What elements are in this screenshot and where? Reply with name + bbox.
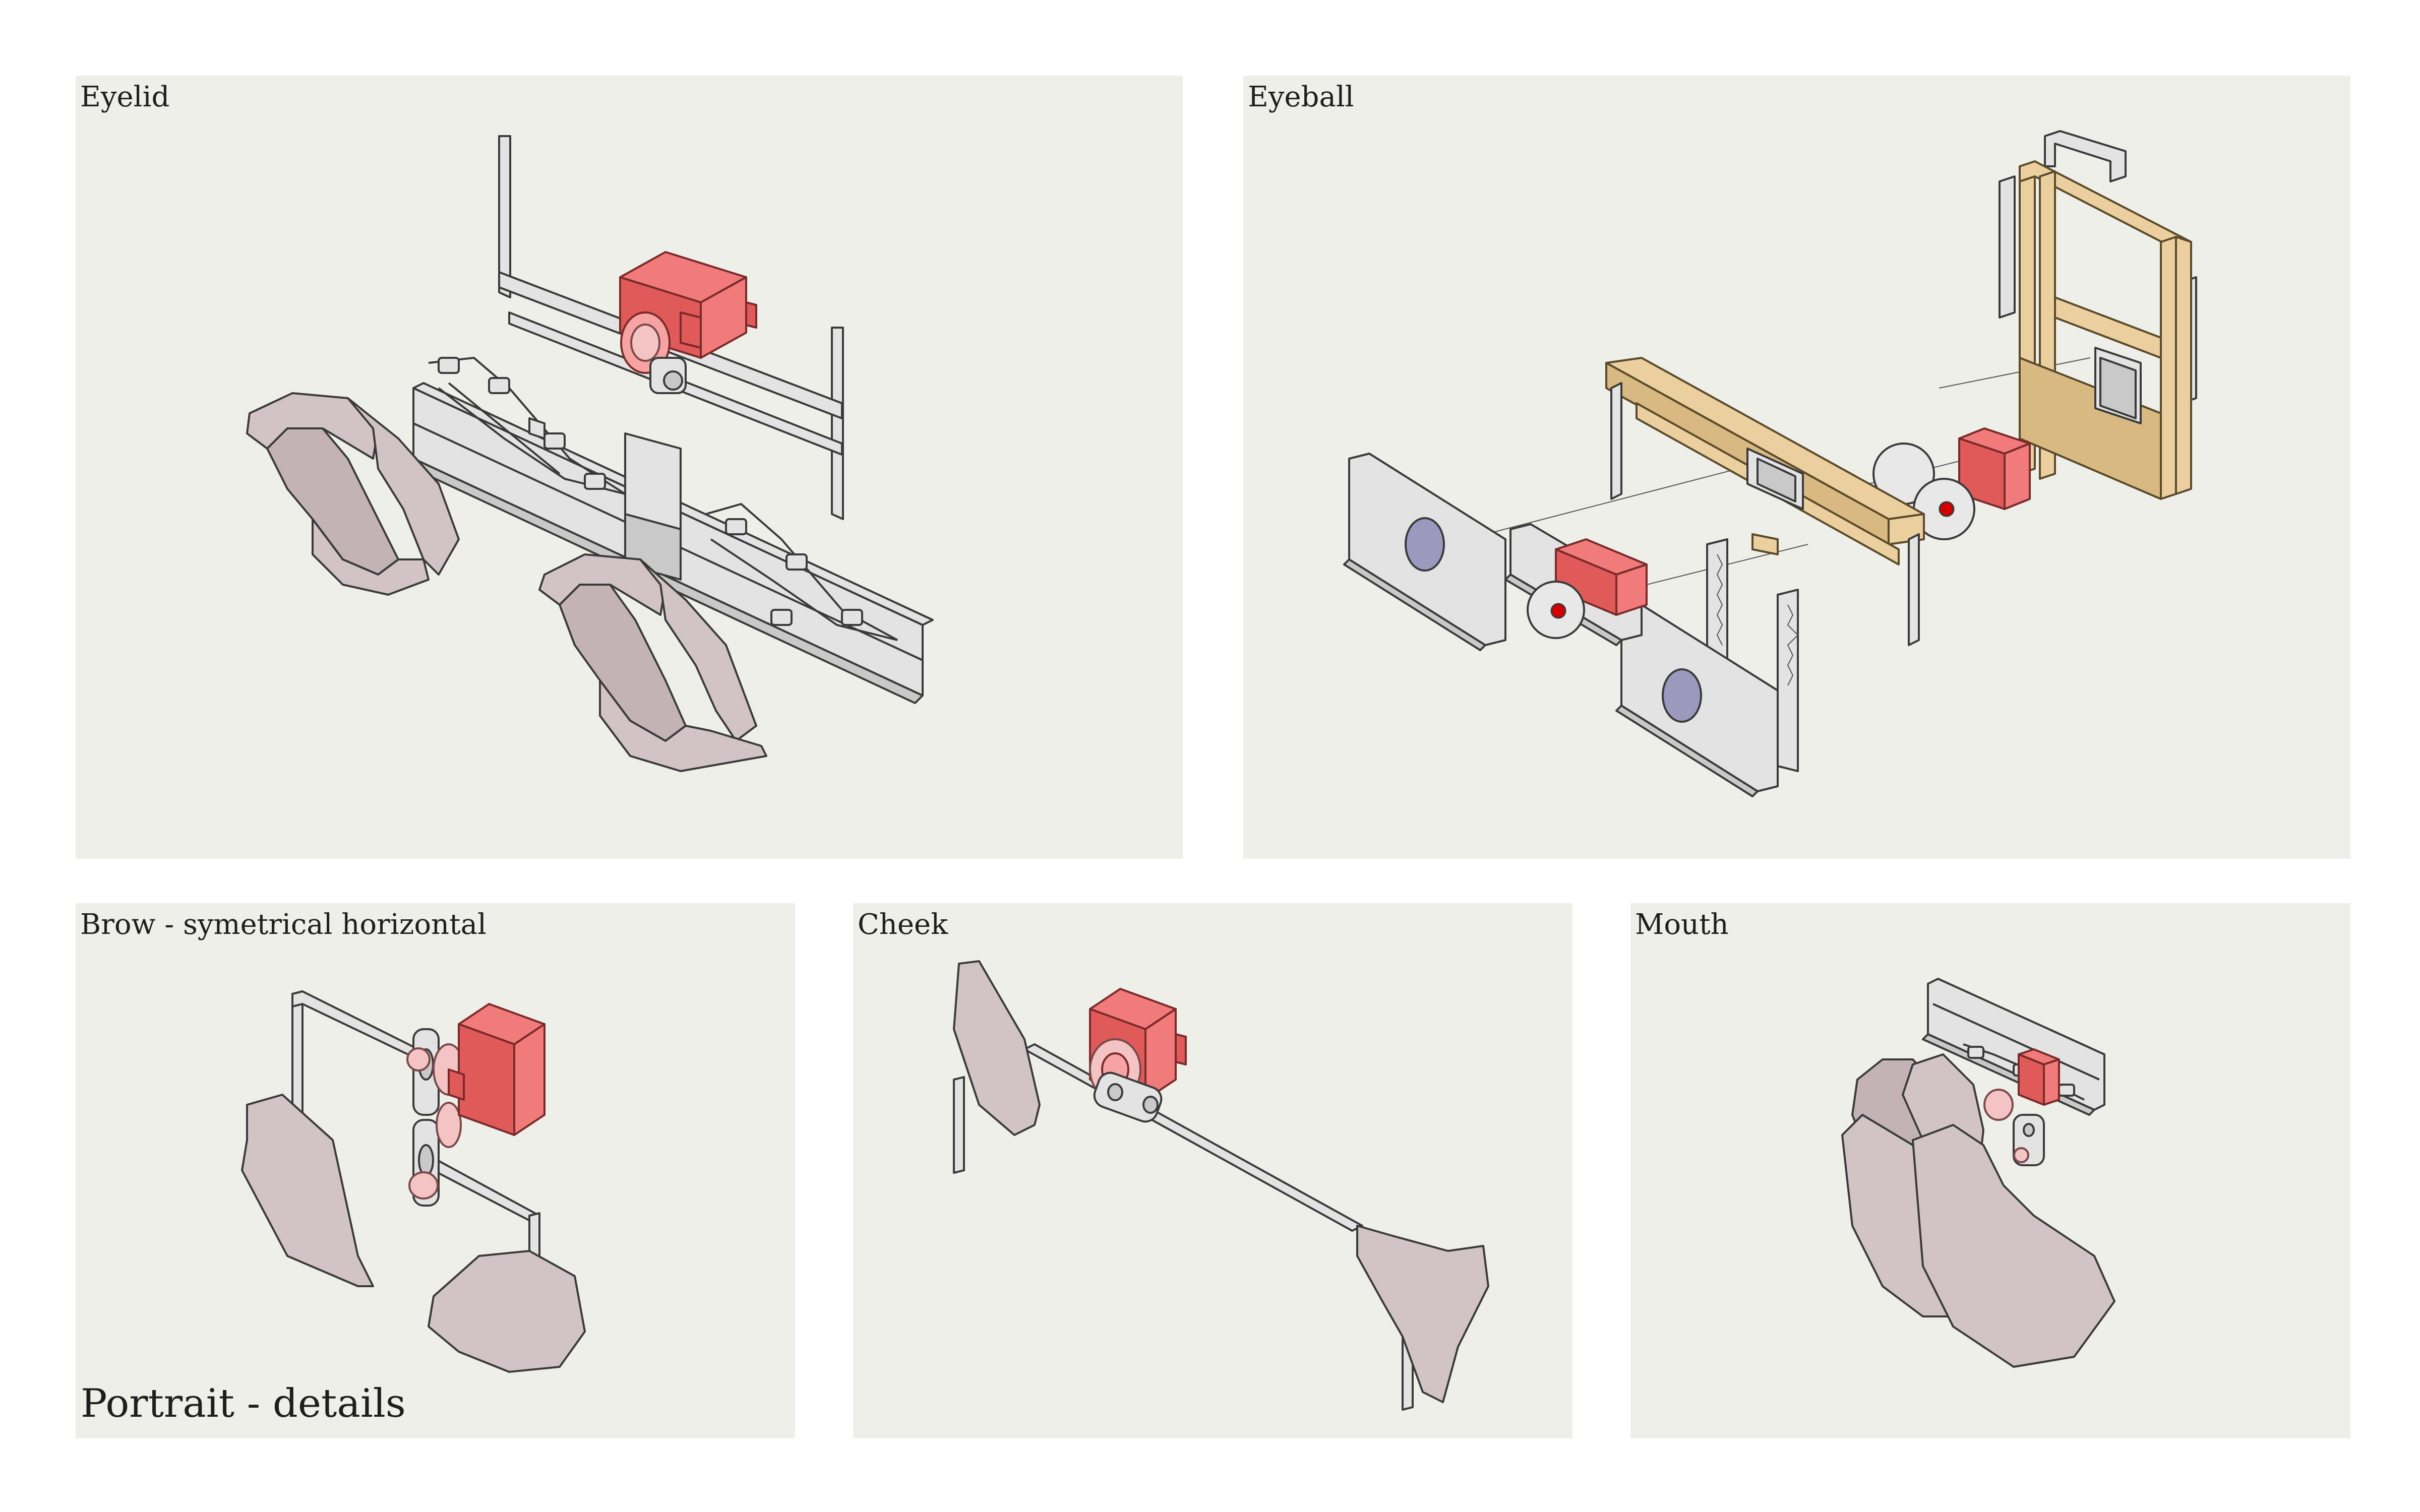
- panel-brow: Brow - symetrical horizontal: [76, 903, 795, 1438]
- panel-mouth: Mouth: [1630, 903, 2350, 1438]
- cheek-pad-right: [1356, 1225, 1489, 1403]
- panel-label-mouth: Mouth: [1635, 908, 1729, 941]
- panel-label-eyeball: Eyeball: [1248, 81, 1354, 113]
- brow-mechanism-drawing: [241, 990, 586, 1373]
- brow-pad-left: [241, 1094, 374, 1287]
- panel-eyelid: Eyelid: [76, 76, 1183, 859]
- eyelid-mechanism-drawing: [246, 135, 934, 772]
- panel-label-cheek: Cheek: [858, 908, 948, 941]
- page-title: Portrait - details: [81, 1381, 406, 1426]
- eyelid-pad-left: [246, 392, 460, 596]
- eyeball-mechanism-drawing: [1343, 130, 2197, 797]
- panel-eyeball: Eyeball: [1243, 76, 2350, 859]
- panel-label-eyelid: Eyelid: [80, 81, 170, 113]
- cheek-mechanism-drawing: [953, 960, 1489, 1411]
- cheek-pad-left: [953, 960, 1041, 1136]
- eyelid-pad-right: [538, 553, 767, 772]
- brow-pad-right: [428, 1250, 586, 1373]
- mouth-pad-lower: [1912, 1124, 2115, 1368]
- mouth-mechanism-drawing: [1841, 978, 2115, 1368]
- panel-label-brow: Brow - symetrical horizontal: [80, 908, 487, 941]
- panel-cheek: Cheek: [853, 903, 1572, 1438]
